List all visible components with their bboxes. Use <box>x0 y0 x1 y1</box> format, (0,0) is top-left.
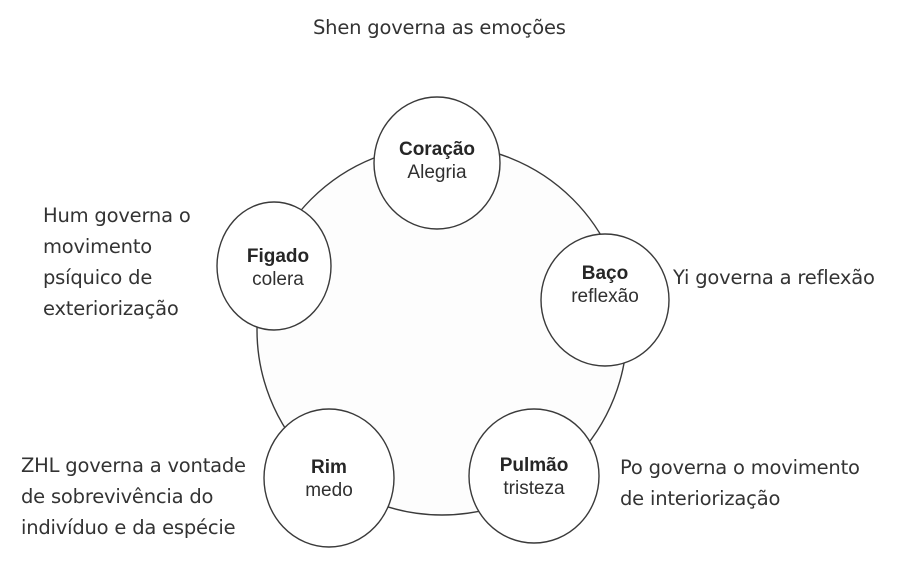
organ-emotion: colera <box>252 269 304 290</box>
title-text: Shen governa as emoções <box>313 16 566 39</box>
note-baco: Yi governa a reflexão <box>673 262 875 293</box>
organ-name: Coração <box>399 139 475 160</box>
organ-node-rim: Rim medo <box>263 408 395 548</box>
title-note: Shen governa as emoções <box>313 12 566 43</box>
organ-emotion: medo <box>305 480 353 501</box>
note-line: indivíduo e da espécie <box>21 516 236 539</box>
note-line: de sobrevivência do <box>21 485 214 508</box>
note-line: ZHL governa a vontade <box>21 454 246 477</box>
organ-emotion: Alegria <box>407 162 467 183</box>
organ-circle <box>263 408 395 548</box>
organ-node-figado: Figado colera <box>216 201 332 331</box>
organ-circle <box>373 96 501 230</box>
note-figado: Hum governa o movimento psíquico de exte… <box>43 200 191 324</box>
note-line: movimento <box>43 235 153 258</box>
note-rim: ZHL governa a vontade de sobrevivência d… <box>21 450 246 543</box>
note-pulmao: Po governa o movimento de interiorização <box>620 452 860 514</box>
note-line: Po governa o movimento <box>620 456 860 479</box>
organ-circle <box>468 408 600 544</box>
organ-node-baco: Baço reflexão <box>540 233 670 367</box>
note-line: psíquico de <box>43 266 153 289</box>
note-line: Yi governa a reflexão <box>673 266 875 289</box>
organ-node-coracao: Coração Alegria <box>373 96 501 230</box>
note-line: Hum governa o <box>43 204 191 227</box>
organ-emotion: reflexão <box>571 286 639 307</box>
organ-name: Pulmão <box>500 455 569 476</box>
organ-circle <box>216 201 332 331</box>
organ-name: Figado <box>247 246 309 267</box>
organ-emotion: tristeza <box>503 478 565 499</box>
note-line: exteriorização <box>43 297 179 320</box>
note-line: de interiorização <box>620 487 781 510</box>
organ-node-pulmao: Pulmão tristeza <box>468 408 600 544</box>
organ-circle <box>540 233 670 367</box>
organ-name: Baço <box>582 263 628 284</box>
organ-name: Rim <box>311 457 347 478</box>
